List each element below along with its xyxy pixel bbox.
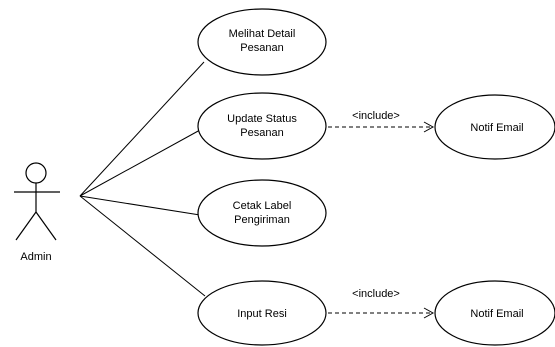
actor-label: Admin	[20, 251, 51, 263]
actor-admin: Admin	[14, 162, 60, 263]
association-cetak-label	[79, 195, 201, 216]
use-case-cetak-label-pengiriman[interactable]: Cetak Label Pengiriman	[197, 179, 327, 247]
use-case-update-status-pesanan[interactable]: Update Status Pesanan	[197, 92, 327, 160]
use-case-ellipse	[434, 280, 555, 346]
use-case-notif-email-2[interactable]: Notif Email	[434, 280, 555, 346]
use-case-ellipse	[197, 92, 327, 160]
use-case-ellipse	[197, 280, 327, 346]
use-case-label-line-2: Pengiriman	[234, 214, 290, 226]
use-case-label-line-2: Pesanan	[240, 42, 283, 54]
use-case-label-line-1: Update Status	[227, 113, 297, 125]
association-melihat-detail	[79, 61, 205, 197]
use-case-ellipse	[434, 94, 555, 160]
actor-head	[25, 162, 47, 184]
use-case-melihat-detail-pesanan[interactable]: Melihat Detail Pesanan	[197, 8, 327, 76]
include-arrowhead	[423, 121, 435, 133]
use-case-label-line-2: Pesanan	[240, 127, 283, 139]
use-case-label-line-1: Cetak Label	[233, 200, 292, 212]
use-case-notif-email-1[interactable]: Notif Email	[434, 94, 555, 160]
use-case-label: Input Resi	[237, 308, 287, 320]
association-input-resi	[79, 195, 206, 297]
include-relation-update-status: <include>	[328, 110, 435, 133]
association-update-status	[79, 129, 201, 197]
associations	[79, 61, 206, 297]
include-label: <include>	[352, 288, 400, 300]
actor-right-leg	[35, 211, 57, 241]
include-label: <include>	[352, 110, 400, 122]
include-relation-input-resi: <include>	[328, 288, 435, 319]
actor-left-leg	[15, 211, 37, 241]
use-case-ellipse	[197, 179, 327, 247]
use-case-label: Notif Email	[470, 122, 523, 134]
use-case-ellipse	[197, 8, 327, 76]
include-arrowhead	[423, 307, 435, 319]
use-case-input-resi[interactable]: Input Resi	[197, 280, 327, 346]
use-case-label: Notif Email	[470, 308, 523, 320]
use-case-label-line-1: Melihat Detail	[229, 28, 296, 40]
